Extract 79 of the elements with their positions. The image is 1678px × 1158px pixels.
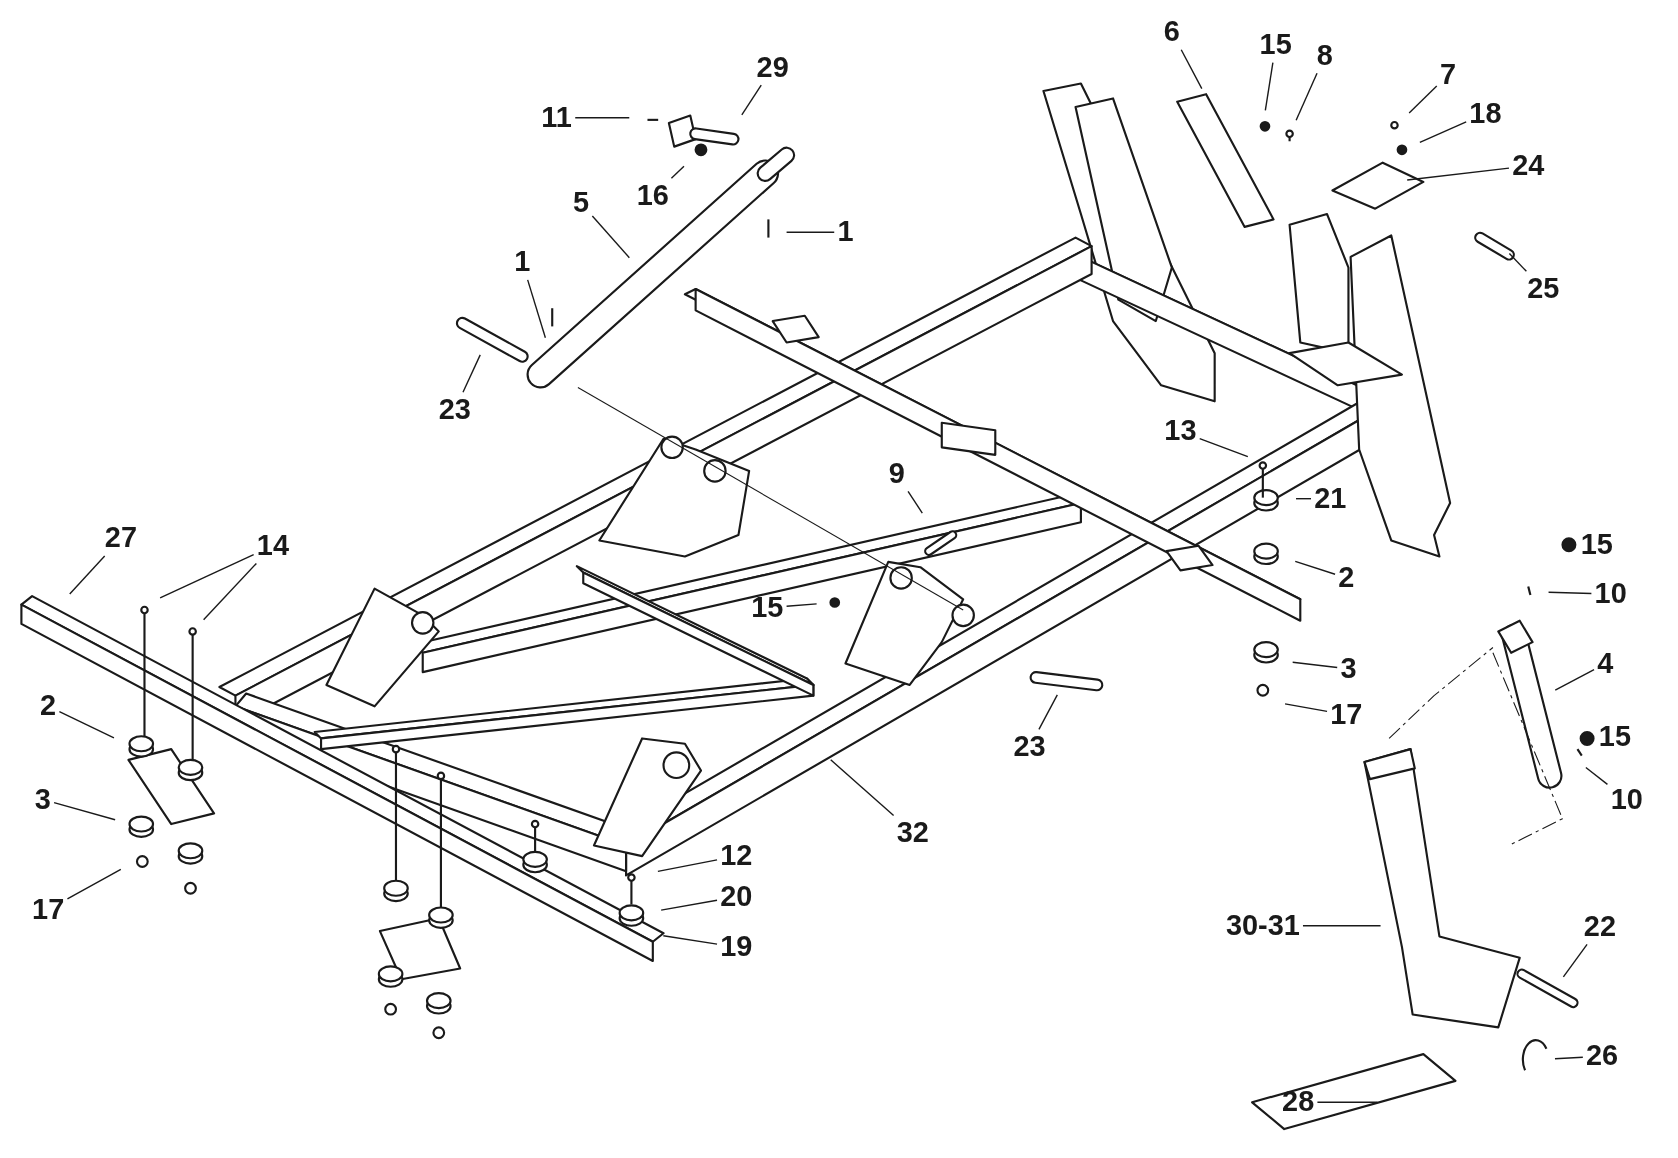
callout-number: 15 [1580, 530, 1613, 560]
callout-number: 26 [1586, 1041, 1619, 1071]
callout-number: 21 [1314, 484, 1347, 514]
leader-line [1295, 72, 1318, 121]
callout-number: 6 [1163, 17, 1180, 47]
leader-line [1038, 694, 1058, 731]
callout-number: 18 [1469, 99, 1502, 128]
callout-number: 3 [34, 785, 51, 814]
callout-number: 11 [541, 103, 572, 133]
callout-number: 29 [756, 52, 789, 82]
leader-line [159, 554, 255, 599]
callout-number: 15 [1598, 722, 1631, 752]
callout-number: 17 [1330, 700, 1363, 730]
leader-line [1316, 1101, 1379, 1103]
leader-line [657, 859, 718, 872]
callout-number: 25 [1527, 274, 1560, 304]
callout-number: 23 [438, 395, 471, 425]
leader-line [1180, 49, 1203, 90]
callout-number: 4 [1597, 649, 1614, 678]
leader-line [785, 231, 835, 233]
callout-number: 9 [888, 459, 905, 489]
leader-line [1554, 668, 1595, 691]
callout-number: 10 [1610, 785, 1643, 814]
leader-line [741, 84, 762, 116]
callout-number: 2 [1338, 563, 1355, 593]
callout-number: 1 [514, 247, 531, 277]
leader-line [1294, 560, 1336, 575]
leader-line [1408, 85, 1438, 114]
leader-line [1419, 121, 1467, 143]
callout-number: 32 [896, 818, 929, 848]
leader-line [1508, 252, 1528, 272]
leader-line [1295, 498, 1312, 500]
callout-number: 16 [636, 181, 669, 211]
callout-number: 15 [1259, 30, 1292, 60]
leader-line [202, 562, 258, 621]
leader-line [1585, 766, 1609, 786]
callout-number: 28 [1282, 1087, 1315, 1117]
leader-line [69, 555, 106, 595]
leader-line [660, 899, 718, 911]
leader-line [785, 603, 818, 607]
leader-line [1406, 167, 1510, 181]
callout-number: 13 [1164, 416, 1197, 446]
leader-line [1292, 661, 1338, 669]
callout-number: 3 [1340, 654, 1357, 684]
callout-number: 7 [1439, 60, 1456, 90]
callout-number: 27 [104, 523, 137, 553]
callout-number: 19 [720, 932, 753, 962]
callout-number: 1 [837, 217, 854, 247]
leader-line [1264, 61, 1274, 112]
callout-number: 8 [1316, 41, 1333, 71]
leader-line [462, 354, 481, 393]
leader-line [66, 868, 122, 900]
leader-line [1554, 1056, 1584, 1060]
callout-number: 17 [32, 895, 65, 925]
callout-number: 22 [1583, 912, 1617, 942]
callout-number: 15 [751, 593, 784, 623]
leader-line [58, 711, 115, 739]
leader-line [1199, 437, 1249, 458]
leader-line [1562, 943, 1588, 978]
leader-line [574, 117, 630, 119]
leader-line [526, 279, 547, 339]
callout-number: 14 [256, 531, 289, 561]
leader-line [1547, 591, 1593, 595]
callout-number: 10 [1594, 579, 1627, 609]
callout-number: 2 [40, 691, 57, 721]
leader-line [1284, 703, 1328, 713]
leader-line [53, 801, 116, 821]
leader-line [591, 215, 631, 259]
callout-number: 20 [720, 882, 753, 912]
callout-number: 5 [573, 188, 590, 218]
leader-line [830, 759, 895, 817]
leader-line [1302, 925, 1382, 927]
leader-line [670, 165, 685, 179]
callout-number: 12 [720, 841, 753, 871]
callout-number: 23 [1013, 732, 1046, 762]
callout-number: 30-31 [1225, 911, 1300, 941]
leader-line [907, 490, 923, 514]
callout-number: 24 [1512, 151, 1545, 181]
leader-line [662, 935, 718, 945]
